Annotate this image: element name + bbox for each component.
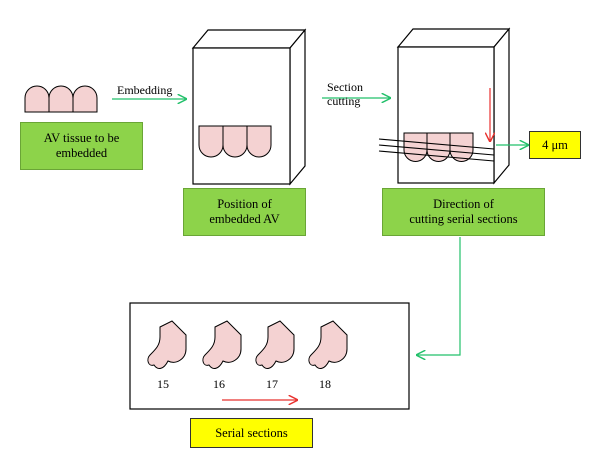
serial-sections-box: Serial sections	[190, 418, 313, 448]
thickness-text: 4 μm	[542, 137, 568, 152]
av-tissue-text: AV tissue to be embedded	[43, 131, 120, 160]
serial-sections-text: Serial sections	[215, 425, 288, 440]
section-slice-17	[255, 320, 295, 369]
cutting-lines	[378, 138, 495, 162]
av-tissue-box: AV tissue to be embedded	[20, 122, 143, 170]
position-box: Position of embedded AV	[183, 188, 306, 236]
thickness-box: 4 μm	[529, 131, 581, 159]
section-number-16: 16	[213, 377, 225, 391]
section-cutting-label: Section cutting	[327, 80, 363, 108]
section-number-18: 18	[319, 377, 331, 391]
direction-box: Direction of cutting serial sections	[382, 188, 545, 236]
embedded-av-icon	[198, 125, 272, 158]
section-number-17: 17	[266, 377, 278, 391]
section-slice-18	[308, 320, 348, 369]
section-slice-15	[147, 320, 187, 369]
embedding-label: Embedding	[117, 83, 173, 97]
to-sections-arrow	[417, 237, 461, 355]
av-tissue-icon	[24, 85, 98, 113]
position-text: Position of embedded AV	[209, 197, 280, 226]
direction-text: Direction of cutting serial sections	[409, 197, 518, 226]
section-number-15: 15	[157, 377, 169, 391]
section-slice-16	[202, 320, 242, 369]
paraffin-block-1	[191, 28, 307, 186]
block-2-tissue-icon	[403, 132, 474, 162]
